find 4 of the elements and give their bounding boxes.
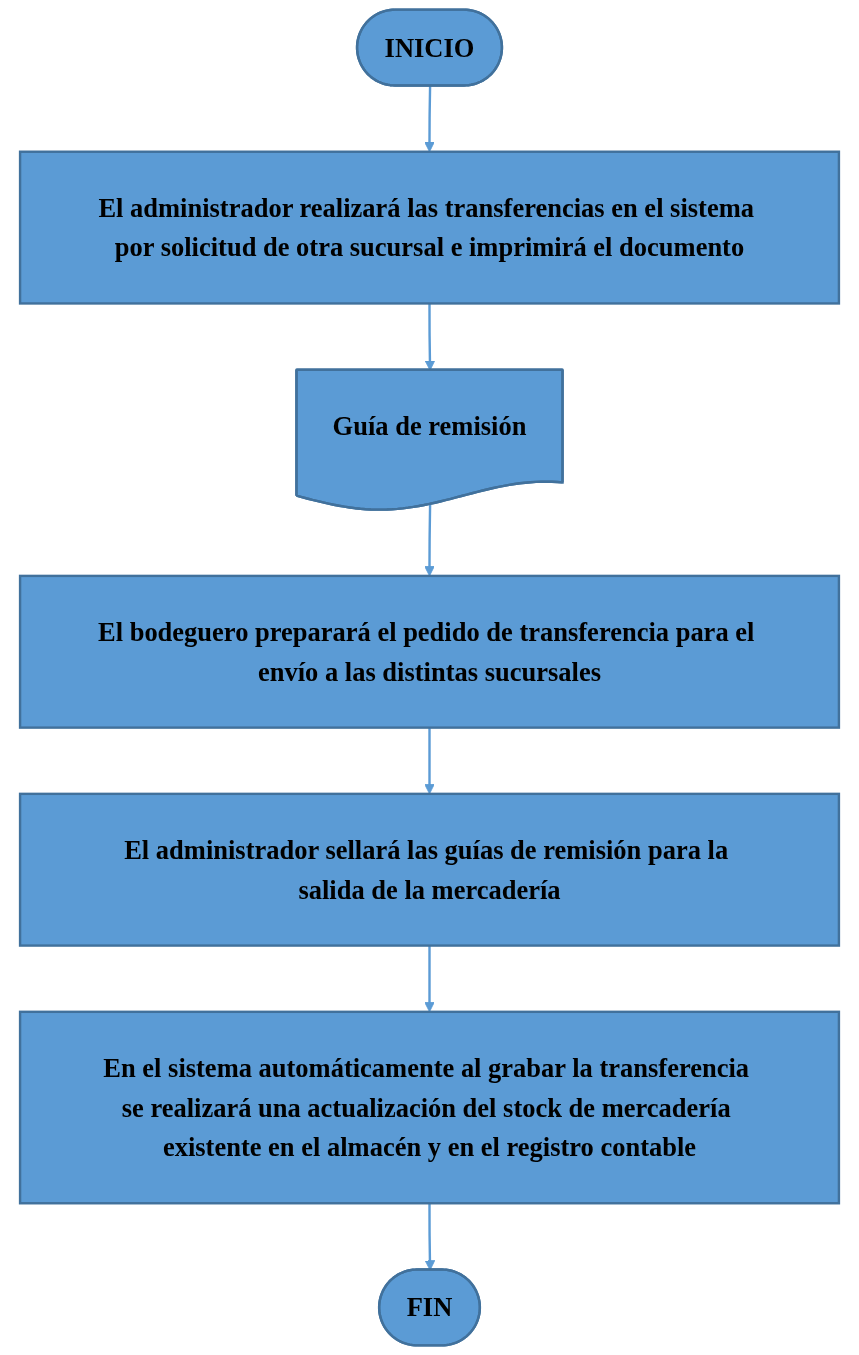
node-box: El bodeguero preparará el pedido de transferencia para el envío a las distintas sucursales bbox=[18, 574, 841, 729]
node-box: El administrador sellará las guías de remisión para la salida de la mercadería bbox=[18, 792, 841, 947]
node-box: El administrador realizará las transferencias en el sistema por solicitud de otra sucursal e imprimirá el documento bbox=[18, 150, 841, 305]
node-box: En el sistema automáticamente al grabar la transferencia se realizará una actualización del stock de mercadería existente en el almacén y en el registro contable bbox=[18, 1010, 841, 1205]
